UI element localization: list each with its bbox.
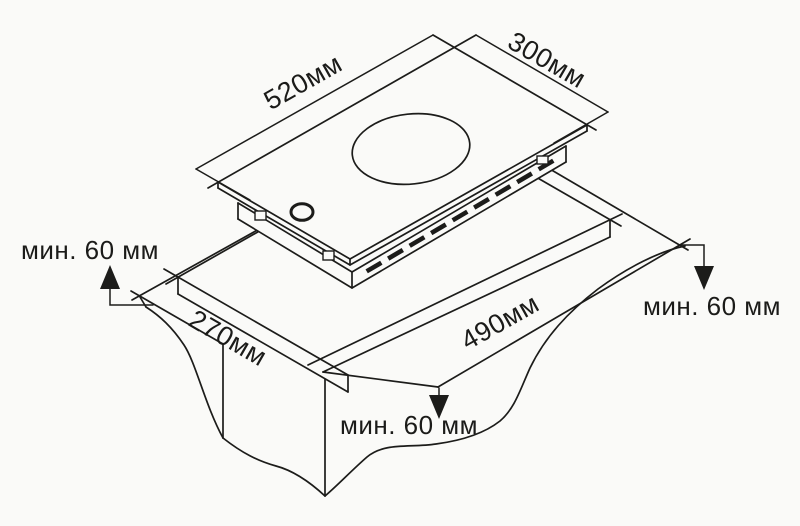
cutout-front-left-rim bbox=[163, 268, 349, 376]
worktop-back-left-edge bbox=[131, 227, 262, 301]
cutout-width-label: 490мм bbox=[456, 288, 544, 356]
vent-slot bbox=[537, 158, 555, 172]
hob-top-left-edge bbox=[207, 34, 477, 189]
worktop-back-right-edge bbox=[542, 164, 689, 251]
cutout-tear-line bbox=[322, 371, 439, 388]
control-knob bbox=[289, 202, 315, 222]
cutout-dimensions: 270мм 490мм bbox=[184, 288, 544, 372]
vent-slot bbox=[494, 184, 512, 197]
clearance-right-leader bbox=[680, 244, 705, 268]
clearance-left-leader bbox=[109, 286, 154, 306]
clearance-right-label: мин. 60 мм bbox=[643, 291, 781, 321]
cutout-front-right-bottom-rim bbox=[322, 236, 611, 373]
clearance-front-label: мин. 60 мм bbox=[340, 410, 478, 440]
ventilation-slots bbox=[365, 158, 555, 274]
burner-zone-circle bbox=[351, 112, 471, 186]
down-arrow-icon bbox=[429, 395, 449, 419]
clearance-right: мин. 60 мм bbox=[643, 244, 781, 321]
hob-depth-dim-line bbox=[475, 34, 609, 113]
vent-slot bbox=[408, 235, 426, 248]
hob-width-dim-line bbox=[195, 34, 434, 170]
vent-slot bbox=[387, 248, 404, 261]
hob-depth-dim-leader bbox=[553, 111, 609, 144]
up-arrow-icon bbox=[100, 265, 120, 289]
vent-slot bbox=[516, 171, 533, 185]
worktop bbox=[130, 164, 691, 388]
vent-slot bbox=[451, 209, 469, 223]
worktop-front-right-edge bbox=[437, 238, 691, 388]
torn-wave-left bbox=[145, 306, 224, 439]
cutout-depth-label: 270мм bbox=[184, 304, 272, 372]
hob-top-right-edge bbox=[432, 34, 597, 131]
hob-width-dim-leader bbox=[195, 168, 251, 201]
torn-wave-right bbox=[324, 245, 686, 497]
cutout-back-left-rim bbox=[165, 228, 264, 285]
clearance-left: мин. 60 мм bbox=[21, 235, 159, 306]
hob bbox=[207, 34, 597, 289]
hob-width-label: 520мм bbox=[259, 48, 347, 116]
cabinet-torn-front bbox=[145, 245, 686, 497]
worktop-cutout bbox=[163, 172, 623, 393]
down-arrow-icon bbox=[694, 266, 714, 290]
cutout-front-right-rim bbox=[307, 213, 623, 366]
clearance-front: мин. 60 мм bbox=[340, 387, 478, 440]
cutout-front-left-bottom-rim bbox=[177, 293, 349, 393]
mounting-clip bbox=[322, 250, 335, 261]
mounting-clip bbox=[254, 210, 267, 221]
vent-slot bbox=[430, 222, 447, 236]
mounting-clips bbox=[254, 155, 549, 261]
torn-wave-middle bbox=[222, 437, 326, 497]
worktop-front-left-edge bbox=[130, 290, 224, 345]
mounting-clip bbox=[536, 155, 549, 165]
cutout-back-right-rim bbox=[528, 172, 622, 227]
vent-slot bbox=[473, 197, 490, 210]
hob-front-right-edge bbox=[349, 124, 588, 260]
vent-slot bbox=[365, 260, 383, 274]
clearance-left-label: мин. 60 мм bbox=[21, 235, 159, 265]
